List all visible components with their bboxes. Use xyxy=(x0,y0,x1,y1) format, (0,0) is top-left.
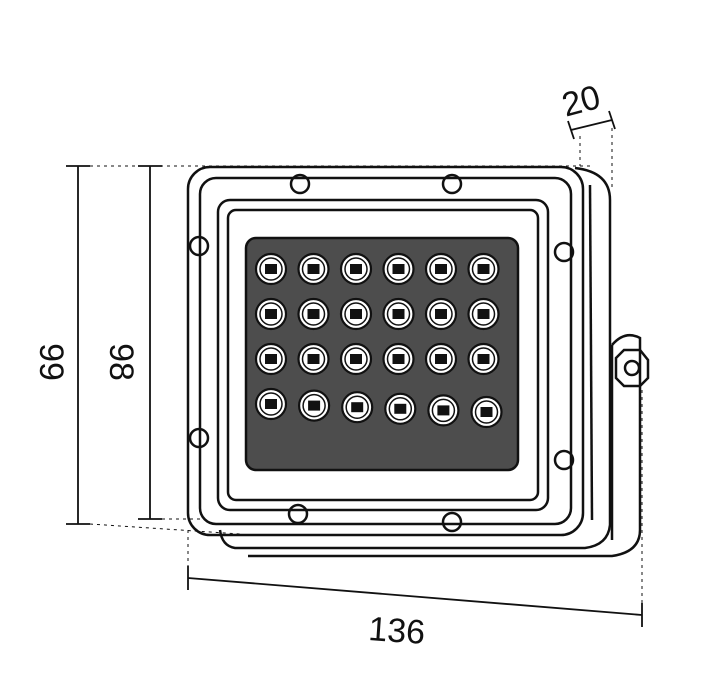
led-1-6 xyxy=(467,252,500,286)
screw-bottom-right xyxy=(441,511,463,533)
led-3-3 xyxy=(339,342,373,376)
led-4-3 xyxy=(341,391,374,424)
label-width: 136 xyxy=(367,610,426,652)
led-2-5 xyxy=(424,297,458,331)
led-2-3 xyxy=(339,297,373,331)
led-2-6 xyxy=(467,297,500,331)
dimension-depth xyxy=(567,110,616,190)
led-3-1 xyxy=(254,342,288,376)
screw-top-right xyxy=(441,173,463,195)
led-4-4 xyxy=(384,392,417,425)
led-4-6 xyxy=(470,395,503,429)
led-4-1 xyxy=(254,387,288,421)
led-3-5 xyxy=(424,342,458,376)
led-2-2 xyxy=(297,297,330,331)
dimension-height-outer xyxy=(66,165,590,535)
label-height-inner: 98 xyxy=(102,343,140,381)
screw-left-lower xyxy=(188,427,210,449)
frame-screws xyxy=(188,173,575,533)
mounting-bracket xyxy=(248,333,650,558)
housing-back xyxy=(218,166,612,550)
label-height-outer: 99 xyxy=(32,343,70,381)
led-2-1 xyxy=(254,297,288,331)
led-1-1 xyxy=(254,252,288,286)
led-3-6 xyxy=(467,342,500,376)
led-2-4 xyxy=(382,297,415,331)
led-1-5 xyxy=(424,252,458,286)
screw-right-lower xyxy=(553,449,575,471)
led-4-2 xyxy=(298,389,331,422)
label-depth: 20 xyxy=(558,78,604,124)
led-3-4 xyxy=(382,342,415,376)
bracket-bolt xyxy=(614,348,650,388)
led-1-4 xyxy=(382,252,415,286)
screw-bottom-left xyxy=(287,503,309,525)
screw-right-upper xyxy=(553,241,575,263)
led-1-3 xyxy=(339,252,373,286)
dimension-height-inner xyxy=(138,165,200,520)
led-1-2 xyxy=(297,252,330,286)
led-grid xyxy=(254,252,503,429)
screw-top-left xyxy=(289,173,311,195)
dimension-width xyxy=(187,390,643,627)
led-3-2 xyxy=(297,342,330,376)
screw-left-upper xyxy=(188,235,210,257)
led-4-5 xyxy=(427,394,460,427)
front-frame xyxy=(186,165,585,537)
